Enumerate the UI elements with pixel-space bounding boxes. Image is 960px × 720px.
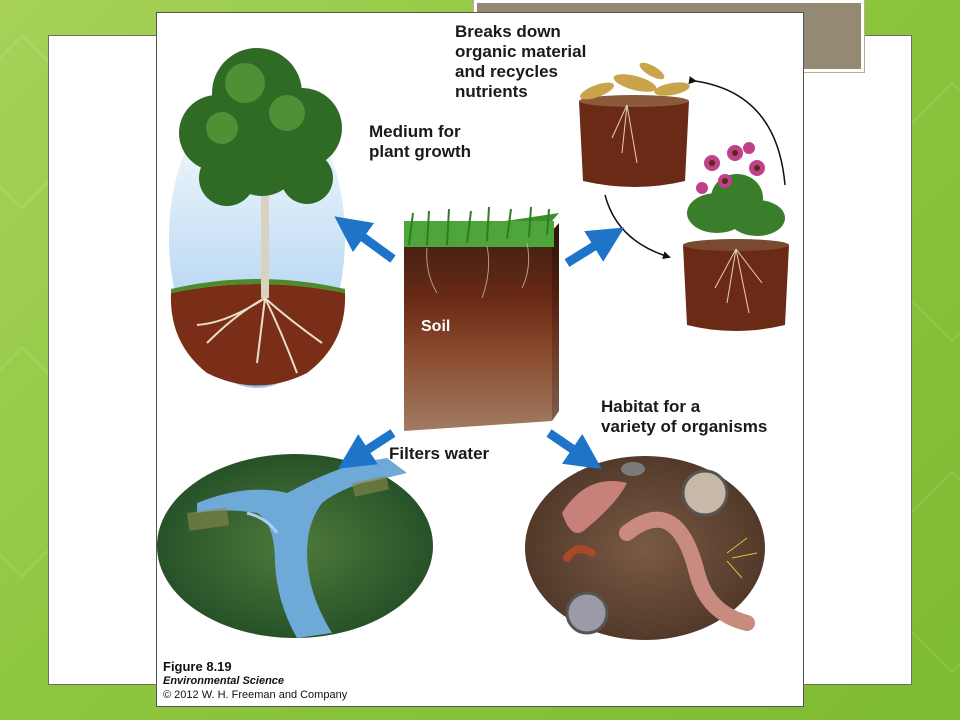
label-line: Medium for bbox=[369, 122, 461, 141]
figure-caption: Figure 8.19 Environmental Science © 2012… bbox=[163, 660, 347, 702]
label-line: and recycles bbox=[455, 62, 559, 81]
label-line: Filters water bbox=[389, 444, 490, 463]
label-plant-growth: Medium for plant growth bbox=[369, 122, 471, 162]
label-line: plant growth bbox=[369, 142, 471, 161]
label-line: Habitat for a bbox=[601, 397, 701, 416]
soil-block-illustration bbox=[404, 206, 559, 431]
arrow-to-habitat bbox=[546, 429, 602, 470]
label-habitat: Habitat for a variety of organisms bbox=[601, 397, 767, 437]
soil-label: Soil bbox=[421, 318, 450, 335]
flowering-plant-illustration bbox=[683, 142, 789, 331]
label-line: Breaks down bbox=[455, 22, 561, 41]
function-arrows bbox=[334, 216, 625, 470]
figure-illustration: Soil bbox=[157, 48, 789, 640]
label-line: nutrients bbox=[455, 82, 528, 101]
label-line: organic material bbox=[455, 42, 587, 61]
copyright-text: © 2012 W. H. Freeman and Company bbox=[163, 689, 348, 701]
river-landscape-illustration bbox=[157, 454, 433, 638]
label-filters-water: Filters water bbox=[389, 444, 489, 464]
decomposition-illustration bbox=[579, 62, 690, 187]
cycle-arrow-upper bbox=[688, 76, 786, 186]
label-nutrients: Breaks down organic material and recycle… bbox=[455, 22, 586, 102]
arrow-to-plant-growth bbox=[334, 216, 396, 263]
arrow-to-filters-water bbox=[337, 429, 396, 469]
tree-illustration bbox=[169, 48, 346, 388]
figure-number: Figure 8.19 bbox=[163, 659, 232, 674]
cycle-arrow-lower bbox=[604, 194, 671, 260]
book-title: Environmental Science bbox=[163, 675, 285, 687]
soil-organisms-illustration bbox=[525, 456, 765, 640]
label-line: variety of organisms bbox=[601, 417, 768, 436]
arrow-to-nutrients bbox=[564, 227, 625, 267]
soil-functions-figure: Soil bbox=[156, 12, 804, 707]
